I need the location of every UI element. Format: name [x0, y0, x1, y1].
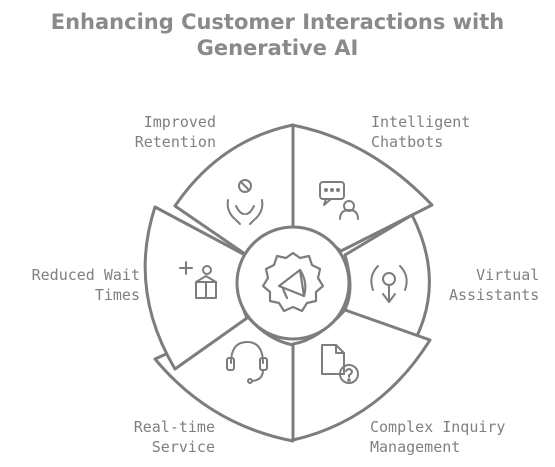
label-line: Real-time [133, 418, 215, 436]
document-question-icon [321, 344, 359, 384]
diagram-title-line2: Generative AI [196, 36, 359, 60]
label-complex-inquiry-management: Complex Inquiry Management [370, 417, 505, 457]
label-line: Complex Inquiry [370, 418, 506, 436]
label-line: Reduced Wait [31, 266, 140, 284]
megaphone-gear-icon [261, 251, 325, 313]
center-hub [235, 225, 351, 341]
label-line: Management [370, 438, 461, 456]
label-line: Chatbots [371, 133, 444, 151]
label-line: Service [151, 438, 215, 456]
chat-support-icon [319, 181, 359, 220]
hands-person-icon [226, 179, 264, 225]
touch-assistant-icon [370, 265, 408, 303]
label-intelligent-chatbots: Intelligent Chatbots [371, 112, 470, 152]
label-line: Virtual [476, 266, 540, 284]
label-line: Improved [143, 113, 216, 131]
diagram-title-line1: Enhancing Customer Interactions with [50, 10, 505, 34]
label-real-time-service: Real-time Service [129, 417, 215, 457]
headset-icon [226, 341, 268, 384]
label-line: Intelligent [371, 113, 471, 131]
label-virtual-assistants: Virtual Assistants [449, 265, 539, 305]
label-improved-retention: Improved Retention [130, 112, 216, 152]
label-line: Retention [134, 133, 216, 151]
label-line: Assistants [449, 286, 540, 304]
label-reduced-wait-times: Reduced Wait Times [18, 265, 140, 305]
label-line: Times [94, 286, 140, 304]
hourglass-plus-icon [179, 261, 217, 299]
